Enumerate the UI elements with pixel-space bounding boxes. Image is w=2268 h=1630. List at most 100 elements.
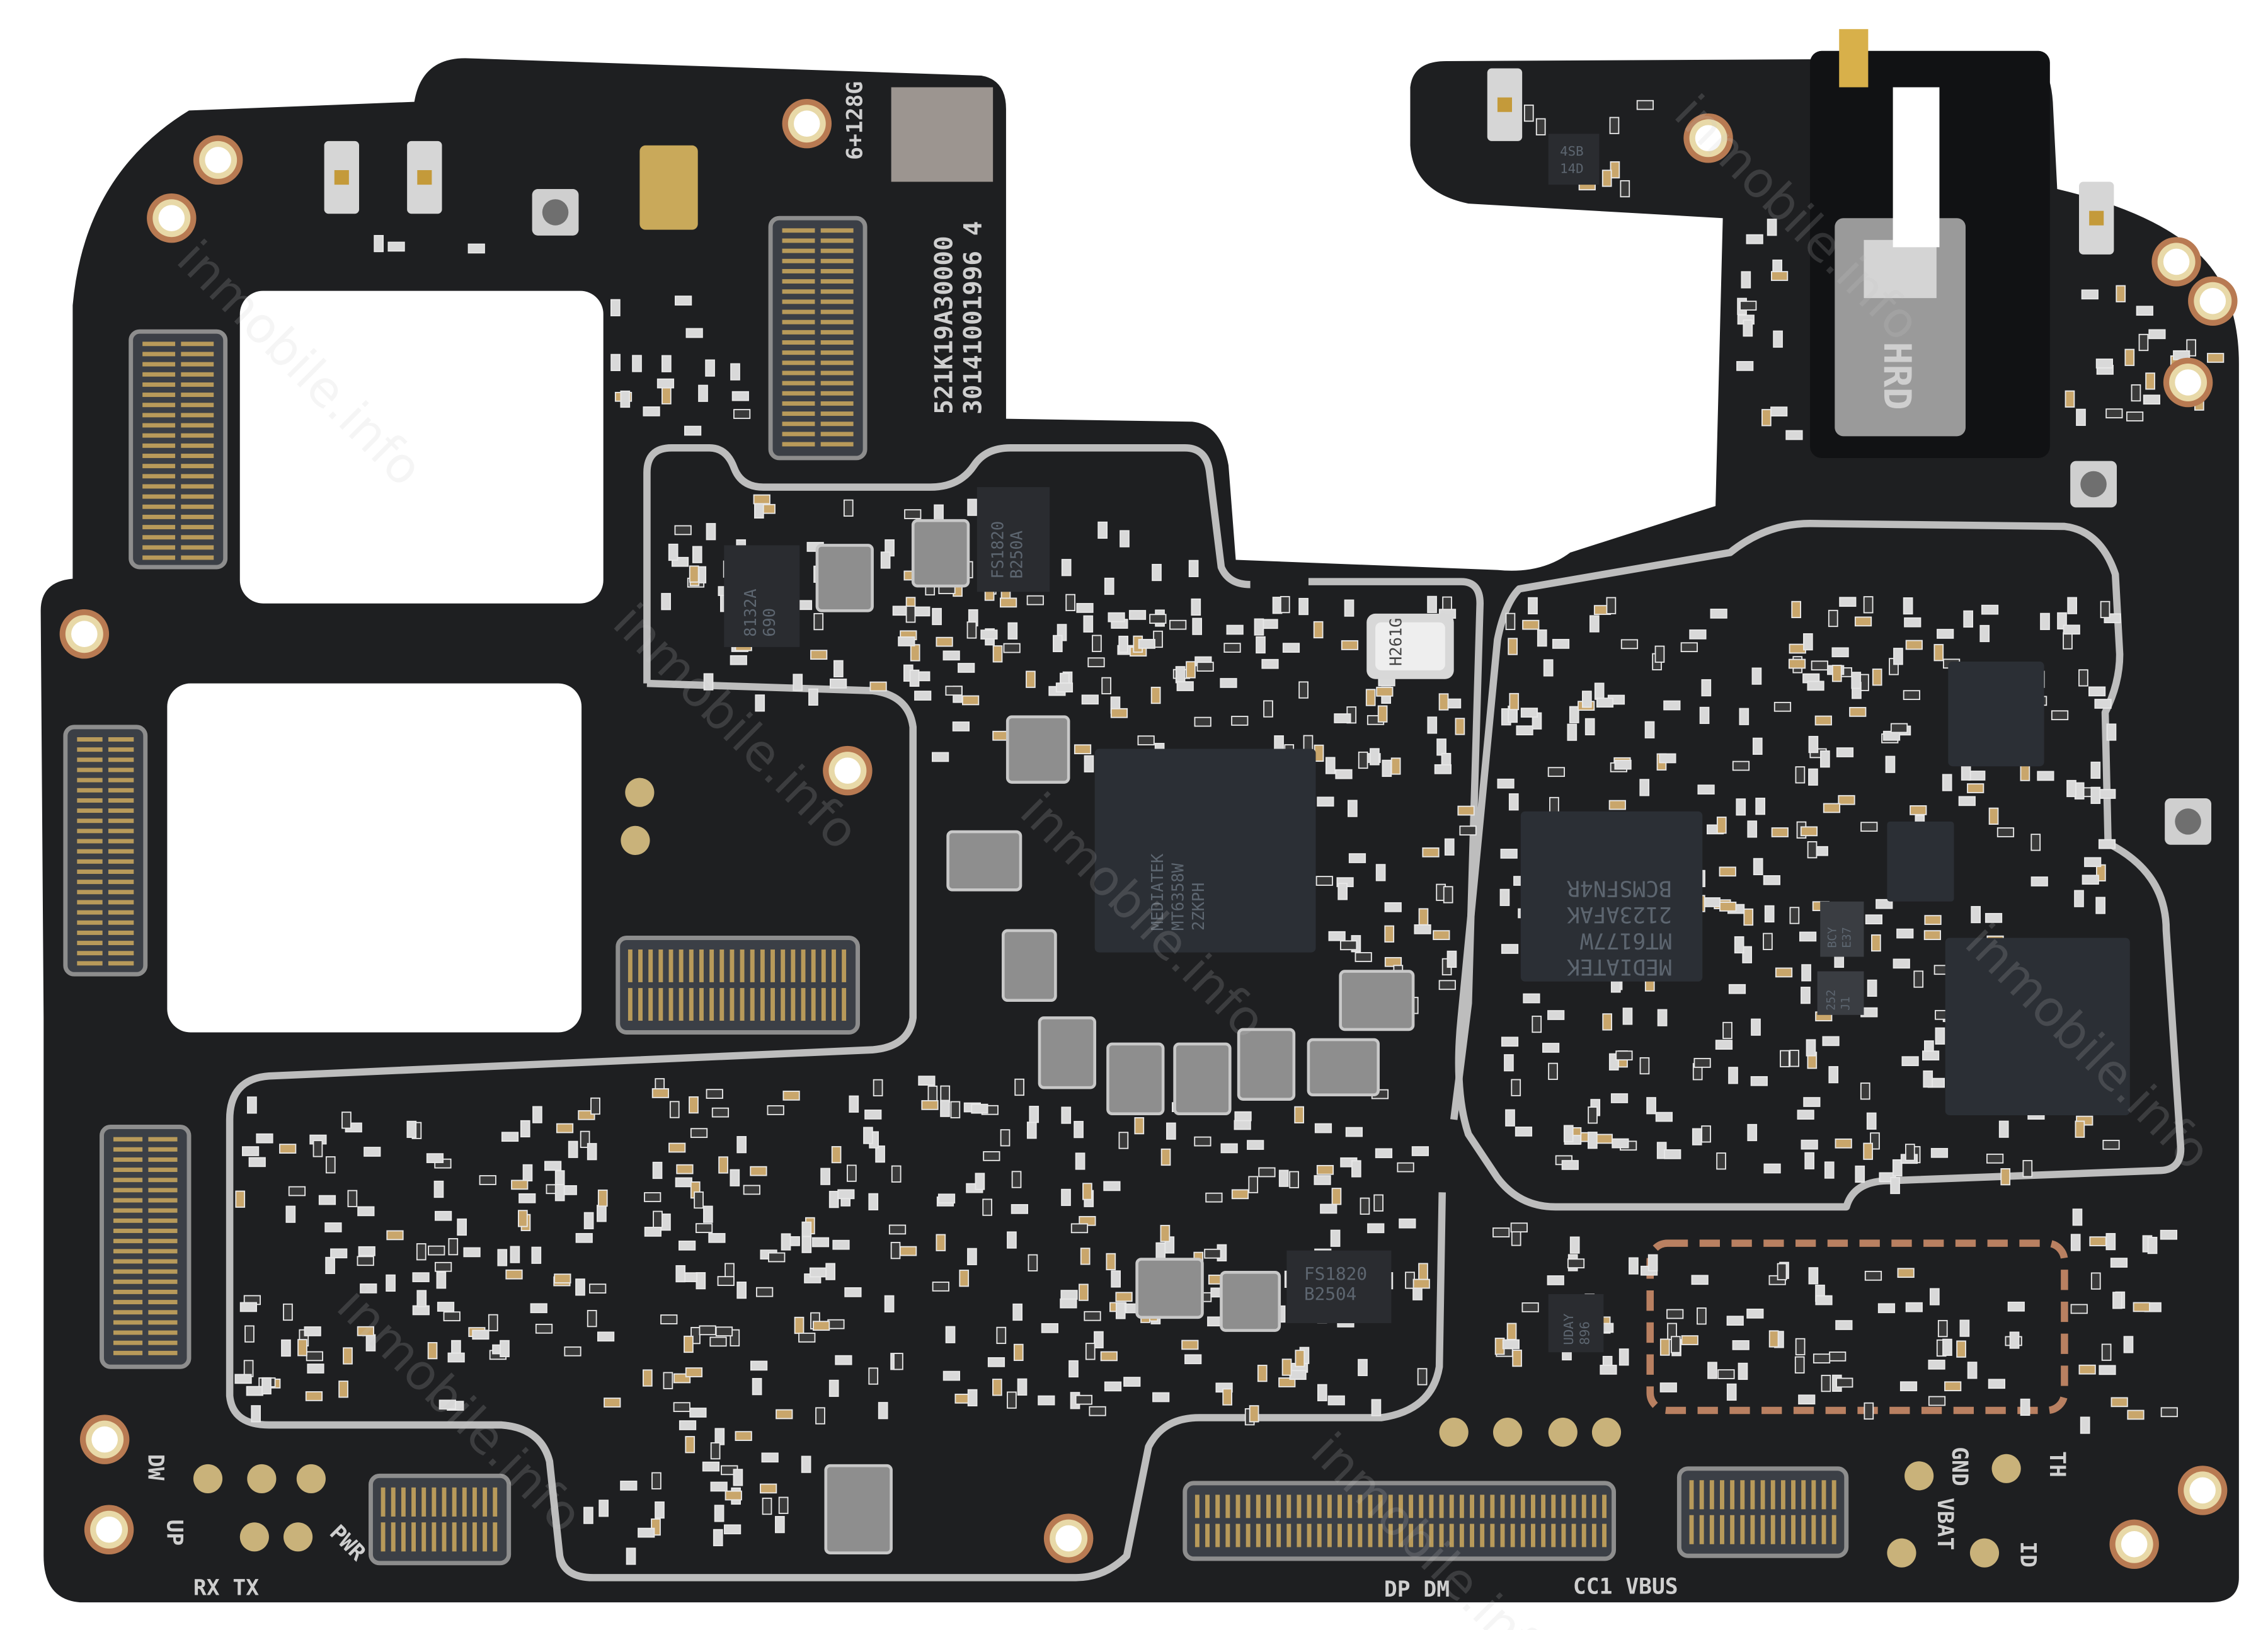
connector-pin [1246, 1524, 1251, 1547]
mounting-hole [158, 205, 185, 231]
smd-component [794, 1316, 805, 1334]
smd-component [1742, 946, 1752, 963]
smd-component [2076, 408, 2086, 426]
smd-component [1100, 1351, 1118, 1362]
smd-component [679, 1240, 696, 1251]
ic-4sb: 4SB 14D [1548, 134, 1600, 185]
smd-component [829, 679, 847, 689]
smd-component [1899, 1381, 1918, 1392]
connector-pin [108, 839, 134, 844]
smd-component [1134, 1117, 1145, 1135]
smd-component [798, 1333, 816, 1343]
smd-component [813, 1321, 830, 1331]
connector-pin [782, 238, 815, 243]
connector-pin [108, 798, 134, 803]
smd-component [1500, 849, 1518, 859]
smd-component [1739, 708, 1750, 725]
smd-component [996, 1326, 1007, 1345]
smd-component [1820, 750, 1830, 768]
connector-pin [113, 1168, 143, 1173]
connector-pin [1449, 1495, 1454, 1518]
smd-component [416, 1290, 427, 1307]
smd-component [735, 1431, 752, 1441]
smd-component [1247, 1140, 1264, 1150]
smd-component [1457, 805, 1475, 816]
smd-component [1399, 1218, 1416, 1229]
connector-pin [1276, 1495, 1281, 1518]
smd-component [1194, 716, 1211, 727]
smd-component [1789, 1050, 1799, 1067]
smd-component [2138, 333, 2149, 352]
connector-pin [108, 961, 134, 966]
connector-pin [820, 401, 854, 406]
smd-component [447, 1352, 465, 1363]
fs1820-top-text-1: FS1820 [988, 521, 1007, 579]
smd-component [318, 1195, 336, 1205]
ic-uday-text-1: UDAY [1561, 1313, 1576, 1345]
smd-component [663, 1372, 673, 1389]
smd-component [1839, 597, 1857, 607]
smd-component [1282, 643, 1300, 653]
smd-component [244, 1325, 255, 1343]
smd-component [2106, 723, 2117, 741]
smd-component [684, 425, 702, 436]
connector-pin [820, 350, 854, 355]
smd-component [1084, 1311, 1101, 1321]
connector-pin [820, 330, 854, 335]
smd-component [1313, 621, 1324, 639]
smd-component [768, 1252, 786, 1263]
smd-component [1149, 614, 1167, 624]
test-pad [296, 1464, 326, 1494]
connector-pin [820, 340, 854, 345]
connector-pin [142, 525, 176, 530]
smd-component [604, 1398, 621, 1408]
connector-pin [108, 818, 134, 824]
smd-component [1502, 1339, 1520, 1350]
smd-component [556, 1123, 574, 1134]
smd-component [1563, 1125, 1574, 1142]
smd-component [1896, 928, 1914, 939]
smd-component [1281, 1358, 1292, 1376]
connector-pin [113, 1340, 143, 1345]
smd-component [437, 1302, 455, 1312]
connector-pin [782, 248, 815, 253]
smd-component [927, 1085, 938, 1103]
smd-component [1789, 907, 1800, 924]
smd-component [1743, 908, 1754, 926]
connector-pin [108, 951, 134, 956]
connector-pin [679, 988, 684, 1021]
smd-component [1728, 984, 1746, 994]
smd-component [743, 1185, 760, 1195]
smd-component [1433, 930, 1450, 940]
smd-component [661, 593, 672, 611]
smd-component [434, 1261, 452, 1272]
connector-pin [108, 941, 134, 946]
smd-component [2101, 1343, 2112, 1361]
smd-component [1937, 629, 1954, 639]
smd-component [1155, 1242, 1166, 1260]
connector-pin [493, 1522, 498, 1552]
ic-4sb-text-1: 4SB [1560, 144, 1583, 159]
smd-component [1775, 967, 1793, 978]
passive-components [234, 100, 2225, 1565]
connector-pin [1419, 1495, 1424, 1518]
connector-pin [1378, 1524, 1383, 1547]
smd-component [1979, 624, 1990, 643]
smd-component [1504, 1054, 1514, 1072]
smd-component [1716, 817, 1727, 834]
smd-component [810, 650, 828, 660]
smd-component [1511, 1079, 1521, 1096]
smd-component [940, 1099, 950, 1117]
smd-component [1864, 1270, 1882, 1281]
smd-component [1535, 118, 1546, 135]
smd-component [1351, 1160, 1361, 1178]
smd-component [479, 1175, 496, 1185]
connector-pin [1409, 1524, 1414, 1547]
connector-pin [1760, 1515, 1765, 1544]
connector-pin [432, 1522, 437, 1552]
smd-component [1984, 913, 2003, 923]
smd-component [1028, 1254, 1038, 1271]
smd-component [809, 1267, 827, 1278]
connector-pin [148, 1188, 178, 1193]
smd-component [1726, 1383, 1737, 1401]
